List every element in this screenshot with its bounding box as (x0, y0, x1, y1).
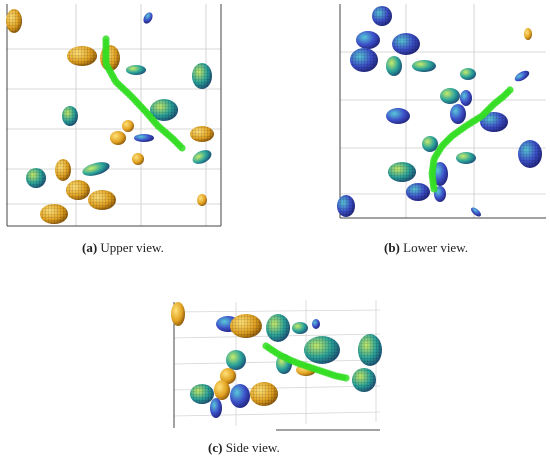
ellipsoid (292, 322, 308, 334)
ellipsoid (197, 194, 207, 206)
panel-c: (c) Side view. (166, 298, 386, 455)
ellipsoid (220, 368, 236, 384)
ellipsoid (386, 108, 410, 124)
panel-a-plot (6, 4, 222, 227)
panel-b-ellipsoids (337, 6, 542, 217)
panel-c-plot (171, 300, 382, 431)
panel-b-label: (b) (384, 240, 400, 255)
panel-a-caption-text: Upper view. (100, 240, 164, 255)
ellipsoid (214, 380, 230, 400)
panel-c-caption-text: Side view. (225, 440, 280, 455)
ellipsoid (82, 162, 110, 176)
ellipsoid (126, 65, 146, 75)
ellipsoid (422, 136, 438, 152)
panel-b-axes (339, 4, 546, 219)
panel-b-trajectory (428, 86, 514, 193)
ellipsoid (440, 88, 460, 104)
ellipsoid (230, 384, 250, 408)
ellipsoid (514, 70, 530, 82)
ellipsoid (171, 302, 185, 326)
panel-a: (a) Upper view. (6, 4, 232, 255)
panel-c-ellipsoids (171, 302, 382, 418)
panel-a-ellipsoids (6, 9, 214, 224)
ellipsoid (312, 319, 320, 329)
panel-c-label: (c) (208, 440, 223, 455)
ellipsoid (460, 90, 472, 106)
ellipsoid (524, 28, 532, 40)
ellipsoid (226, 350, 246, 370)
panel-a-trajectory (102, 35, 186, 152)
ellipsoid (386, 56, 402, 76)
panel-b-caption: (b) Lower view. (384, 240, 468, 256)
trajectory-point (178, 144, 186, 152)
ellipsoid (143, 12, 153, 24)
panel-c-trajectory (262, 342, 350, 382)
panel-a-label: (a) (82, 240, 98, 255)
ellipsoid (450, 104, 466, 124)
ellipsoid (122, 120, 134, 132)
panel-c-caption: (c) Side view. (208, 440, 280, 456)
trajectory-point (506, 86, 514, 94)
ellipsoid (412, 60, 436, 72)
panel-a-grid (6, 4, 221, 226)
panel-a-axes (6, 4, 222, 227)
ellipsoid (132, 153, 144, 165)
ellipsoid (110, 131, 126, 145)
ellipsoid (134, 134, 154, 142)
ellipsoid (356, 31, 380, 49)
panel-b-caption-text: Lower view. (403, 240, 468, 255)
panel-b-plot (337, 4, 546, 219)
panel-b: (b) Lower view. (334, 4, 550, 255)
panel-a-caption: (a) Upper view. (82, 240, 164, 256)
ellipsoid (471, 207, 481, 217)
trajectory-point (342, 374, 350, 382)
ellipsoid (456, 152, 476, 164)
ellipsoid (192, 150, 212, 164)
ellipsoid (210, 398, 222, 418)
ellipsoid (460, 68, 476, 80)
